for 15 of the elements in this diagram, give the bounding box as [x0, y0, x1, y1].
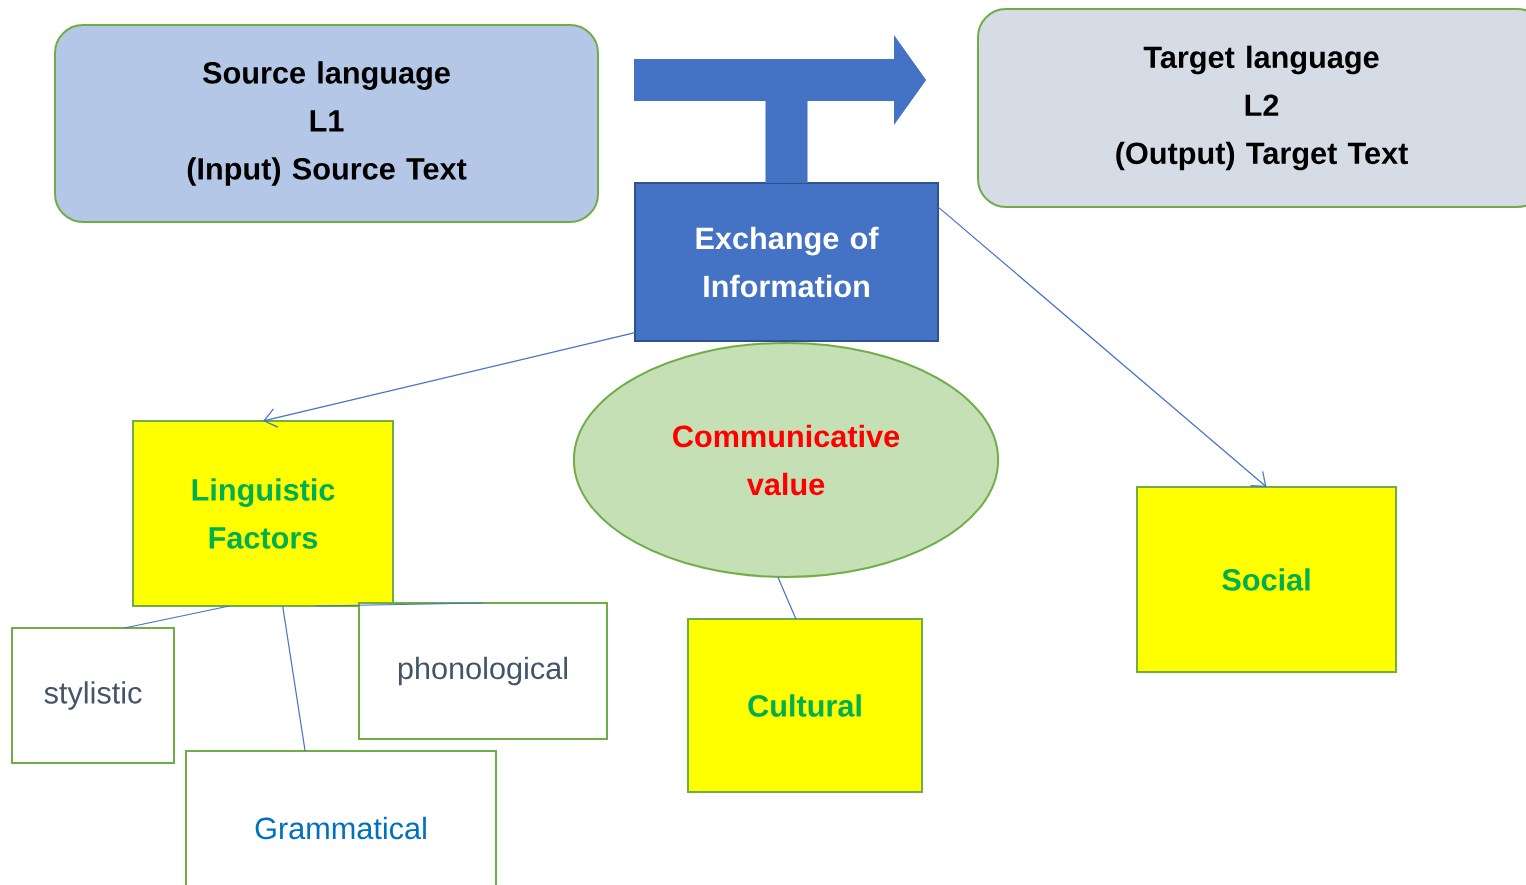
rounded-box: Source language L1 (Input) Source Text	[54, 24, 599, 223]
text-box: stylistic	[11, 627, 175, 764]
text-box: Grammatical	[185, 750, 497, 885]
arrow	[937, 206, 1267, 487]
block-arrow	[765, 35, 926, 183]
text-box: phonological	[358, 602, 608, 740]
connector-line	[282, 605, 306, 752]
process-box: Exchange of Information	[634, 182, 939, 342]
connector-line	[315, 602, 484, 607]
factor-box: Linguistic Factors	[132, 420, 394, 607]
factor-box: Cultural	[687, 618, 923, 793]
factor-box: Social	[1136, 486, 1397, 673]
arrow	[263, 332, 636, 428]
rounded-box: Target language L2 (Output) Target Text	[977, 8, 1526, 208]
connector-line	[777, 576, 797, 620]
